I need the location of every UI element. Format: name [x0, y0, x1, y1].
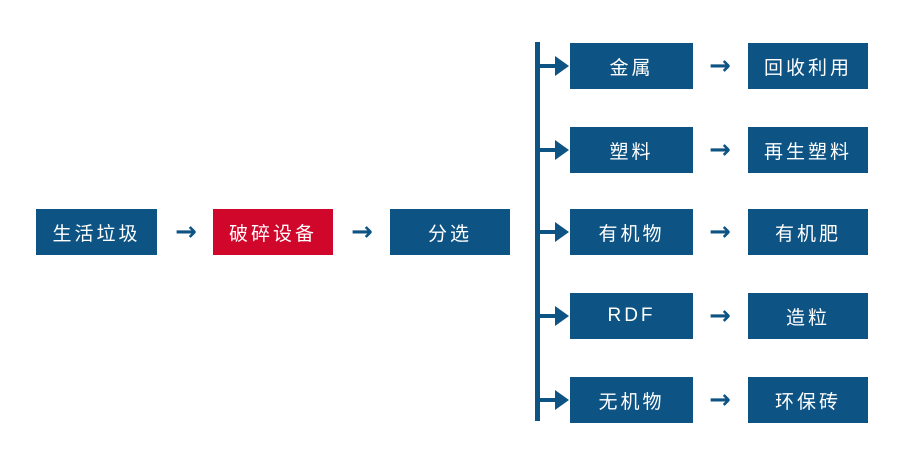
branch-material-box-2[interactable]: 塑料 [570, 127, 693, 173]
branch-product-box-2[interactable]: 再生塑料 [748, 127, 868, 173]
arrow-right-icon-branch-4: → [709, 301, 731, 331]
arrow-head [555, 222, 569, 242]
arrow-head [555, 306, 569, 326]
arrow-right-icon-main-1: → [175, 217, 197, 247]
branch-material-box-3[interactable]: 有机物 [570, 209, 693, 255]
process-box-crushing-equipment[interactable]: 破碎设备 [213, 209, 333, 255]
arrow-right-icon-main-2: → [351, 217, 373, 247]
arrow-shaft [538, 148, 560, 152]
branch-arrow-icon-4 [538, 305, 570, 327]
branch-product-box-1[interactable]: 回收利用 [748, 43, 868, 89]
branch-product-box-4[interactable]: 造粒 [748, 293, 868, 339]
branch-material-box-4[interactable]: RDF [570, 293, 693, 339]
branch-arrow-icon-5 [538, 389, 570, 411]
arrow-right-icon-branch-1: → [709, 51, 731, 81]
branch-product-box-3[interactable]: 有机肥 [748, 209, 868, 255]
branch-spine-line [535, 42, 540, 421]
arrow-shaft [538, 64, 560, 68]
branch-arrow-icon-3 [538, 221, 570, 243]
branch-material-box-1[interactable]: 金属 [570, 43, 693, 89]
arrow-shaft [538, 398, 560, 402]
branch-arrow-icon-1 [538, 55, 570, 77]
arrow-right-icon-branch-5: → [709, 385, 731, 415]
arrow-shaft [538, 230, 560, 234]
arrow-right-icon-branch-2: → [709, 135, 731, 165]
arrow-right-icon-branch-3: → [709, 217, 731, 247]
branch-material-box-5[interactable]: 无机物 [570, 377, 693, 423]
arrow-shaft [538, 314, 560, 318]
branch-product-box-5[interactable]: 环保砖 [748, 377, 868, 423]
branch-arrow-icon-2 [538, 139, 570, 161]
process-box-domestic-waste[interactable]: 生活垃圾 [36, 209, 157, 255]
arrow-head [555, 140, 569, 160]
process-box-sorting[interactable]: 分选 [390, 209, 510, 255]
arrow-head [555, 390, 569, 410]
arrow-head [555, 56, 569, 76]
